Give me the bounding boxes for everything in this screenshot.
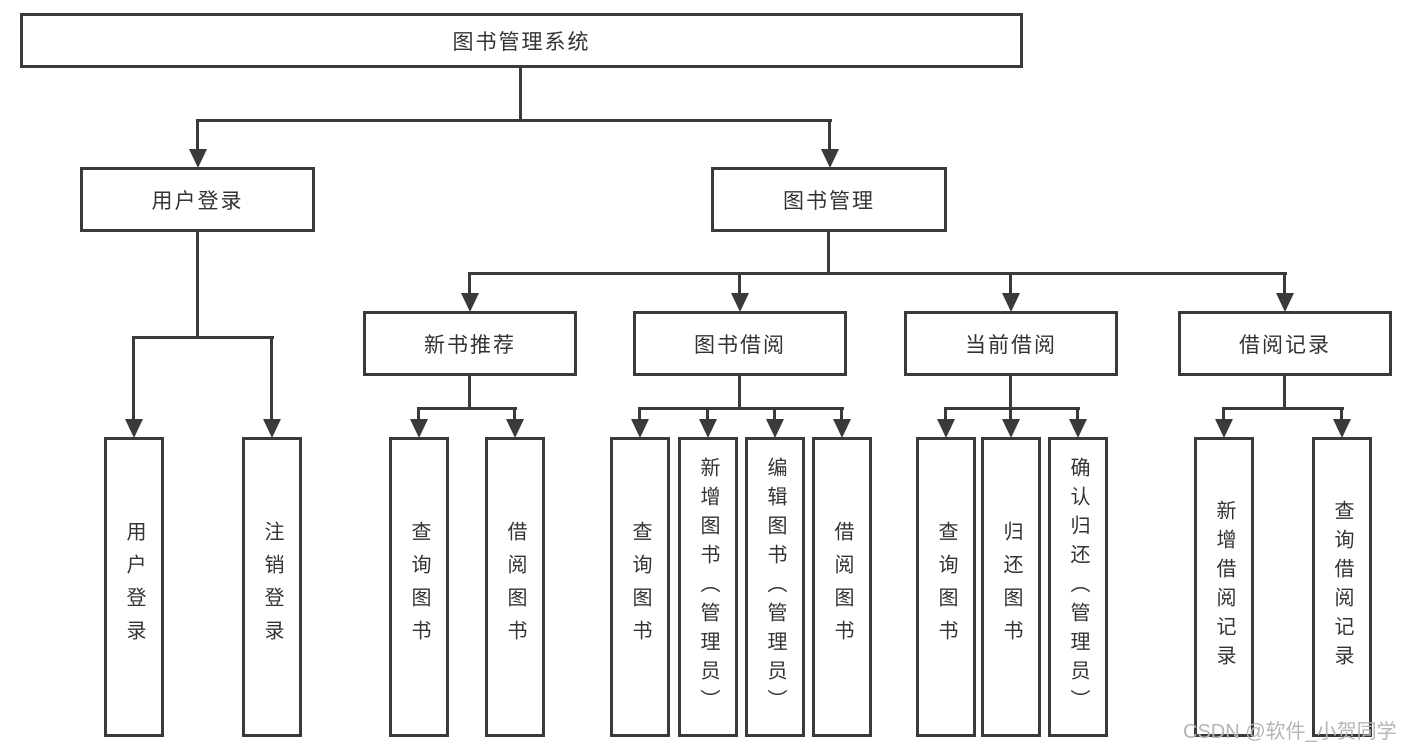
- node-new-book-recommendation: 新书推荐: [363, 311, 577, 376]
- arrow-down-icon: [1276, 293, 1294, 312]
- arrow-down-icon: [1002, 419, 1020, 438]
- node-label: 图书管理: [783, 189, 875, 213]
- edge-leaf-stub: [1340, 407, 1343, 421]
- edge-stub-login-leaf: [132, 336, 135, 421]
- node-label: 新增图书（管理员）: [697, 456, 719, 718]
- edge-borrow-records-rail: [1222, 407, 1344, 410]
- node-borrowing-records: 借阅记录: [1178, 311, 1392, 376]
- node-label: 查询图书: [629, 521, 651, 653]
- edge-book-borrow-rail: [638, 407, 844, 410]
- node-borrow-books-recommend: 借阅图书: [485, 437, 545, 737]
- node-label: 查询图书: [408, 521, 430, 653]
- node-user-login-leaf: 用户登录: [104, 437, 164, 737]
- node-book-borrowing: 图书借阅: [633, 311, 847, 376]
- node-query-books-recommend: 查询图书: [389, 437, 449, 737]
- node-query-borrow-record: 查询借阅记录: [1312, 437, 1372, 737]
- arrow-down-icon: [410, 419, 428, 438]
- node-add-borrow-record: 新增借阅记录: [1194, 437, 1254, 737]
- edge-stub-borrow-records: [1283, 272, 1286, 295]
- edge-stub-new-book: [468, 272, 471, 295]
- node-label: 编辑图书（管理员）: [764, 456, 786, 718]
- edge-leaf-stub: [773, 407, 776, 421]
- node-label: 用户登录: [123, 521, 145, 653]
- arrow-down-icon: [731, 293, 749, 312]
- node-label: 借阅图书: [831, 521, 853, 653]
- node-borrow-books-borrowing: 借阅图书: [812, 437, 872, 737]
- edge-leaf-stub: [706, 407, 709, 421]
- edge-stub-logout-leaf: [270, 336, 273, 421]
- arrow-down-icon: [699, 419, 717, 438]
- arrow-down-icon: [937, 419, 955, 438]
- arrow-down-icon: [821, 149, 839, 168]
- node-confirm-return-admin: 确认归还（管理员）: [1048, 437, 1108, 737]
- edge-stub-current-borrow: [1009, 272, 1012, 295]
- arrow-down-icon: [766, 419, 784, 438]
- edge-level2-rail: [196, 119, 832, 122]
- node-label: 图书借阅: [694, 333, 786, 357]
- node-label: 归还图书: [1000, 521, 1022, 653]
- edge-leaf-stub: [944, 407, 947, 421]
- node-add-books-admin: 新增图书（管理员）: [678, 437, 738, 737]
- node-label: 当前借阅: [965, 333, 1057, 357]
- node-logout-leaf: 注销登录: [242, 437, 302, 737]
- edge-leaf-stub: [1009, 407, 1012, 421]
- node-edit-books-admin: 编辑图书（管理员）: [745, 437, 805, 737]
- node-label: 查询图书: [935, 521, 957, 653]
- arrow-down-icon: [461, 293, 479, 312]
- node-label: 图书管理系统: [452, 30, 591, 54]
- arrow-down-icon: [506, 419, 524, 438]
- watermark: CSDN @软件_小贺同学: [1183, 721, 1397, 743]
- node-label: 借阅记录: [1239, 333, 1331, 357]
- edge-borrow-records-stem: [1283, 376, 1286, 410]
- arrow-down-icon: [631, 419, 649, 438]
- edge-leaf-stub: [417, 407, 420, 421]
- arrow-down-icon: [1215, 419, 1233, 438]
- node-label: 借阅图书: [504, 521, 526, 653]
- edge-leaf-stub: [1076, 407, 1079, 421]
- arrow-down-icon: [125, 419, 143, 438]
- edge-new-book-stem: [468, 376, 471, 410]
- edge-stub-book-management: [828, 119, 831, 151]
- edge-root-stem: [519, 68, 522, 121]
- edge-book-management-stem: [827, 232, 830, 275]
- node-user-login: 用户登录: [80, 167, 315, 232]
- node-label: 新增借阅记录: [1213, 500, 1235, 674]
- edge-new-book-rail: [417, 407, 517, 410]
- edge-book-borrow-stem: [738, 376, 741, 410]
- arrow-down-icon: [1333, 419, 1351, 438]
- node-label: 查询借阅记录: [1331, 500, 1353, 674]
- arrow-down-icon: [1002, 293, 1020, 312]
- edge-user-login-rail: [132, 336, 274, 339]
- edge-leaf-stub: [840, 407, 843, 421]
- node-book-management: 图书管理: [711, 167, 947, 232]
- arrow-down-icon: [1069, 419, 1087, 438]
- arrow-down-icon: [263, 419, 281, 438]
- edge-stub-user-login: [196, 119, 199, 151]
- edge-level3-rail: [468, 272, 1287, 275]
- arrow-down-icon: [189, 149, 207, 168]
- edge-current-borrow-rail: [944, 407, 1080, 410]
- node-current-borrowing: 当前借阅: [904, 311, 1118, 376]
- edge-leaf-stub: [1222, 407, 1225, 421]
- edge-current-borrow-stem: [1009, 376, 1012, 410]
- node-label: 用户登录: [151, 189, 244, 213]
- node-label: 确认归还（管理员）: [1067, 456, 1089, 718]
- edge-leaf-stub: [513, 407, 516, 421]
- edge-user-login-stem: [196, 232, 199, 339]
- edge-leaf-stub: [638, 407, 641, 421]
- node-label: 注销登录: [261, 521, 283, 653]
- node-library-management-system: 图书管理系统: [20, 13, 1023, 68]
- node-query-books-current: 查询图书: [916, 437, 976, 737]
- node-label: 新书推荐: [424, 333, 516, 357]
- node-return-books: 归还图书: [981, 437, 1041, 737]
- node-query-books-borrowing: 查询图书: [610, 437, 670, 737]
- arrow-down-icon: [833, 419, 851, 438]
- edge-stub-book-borrow: [738, 272, 741, 295]
